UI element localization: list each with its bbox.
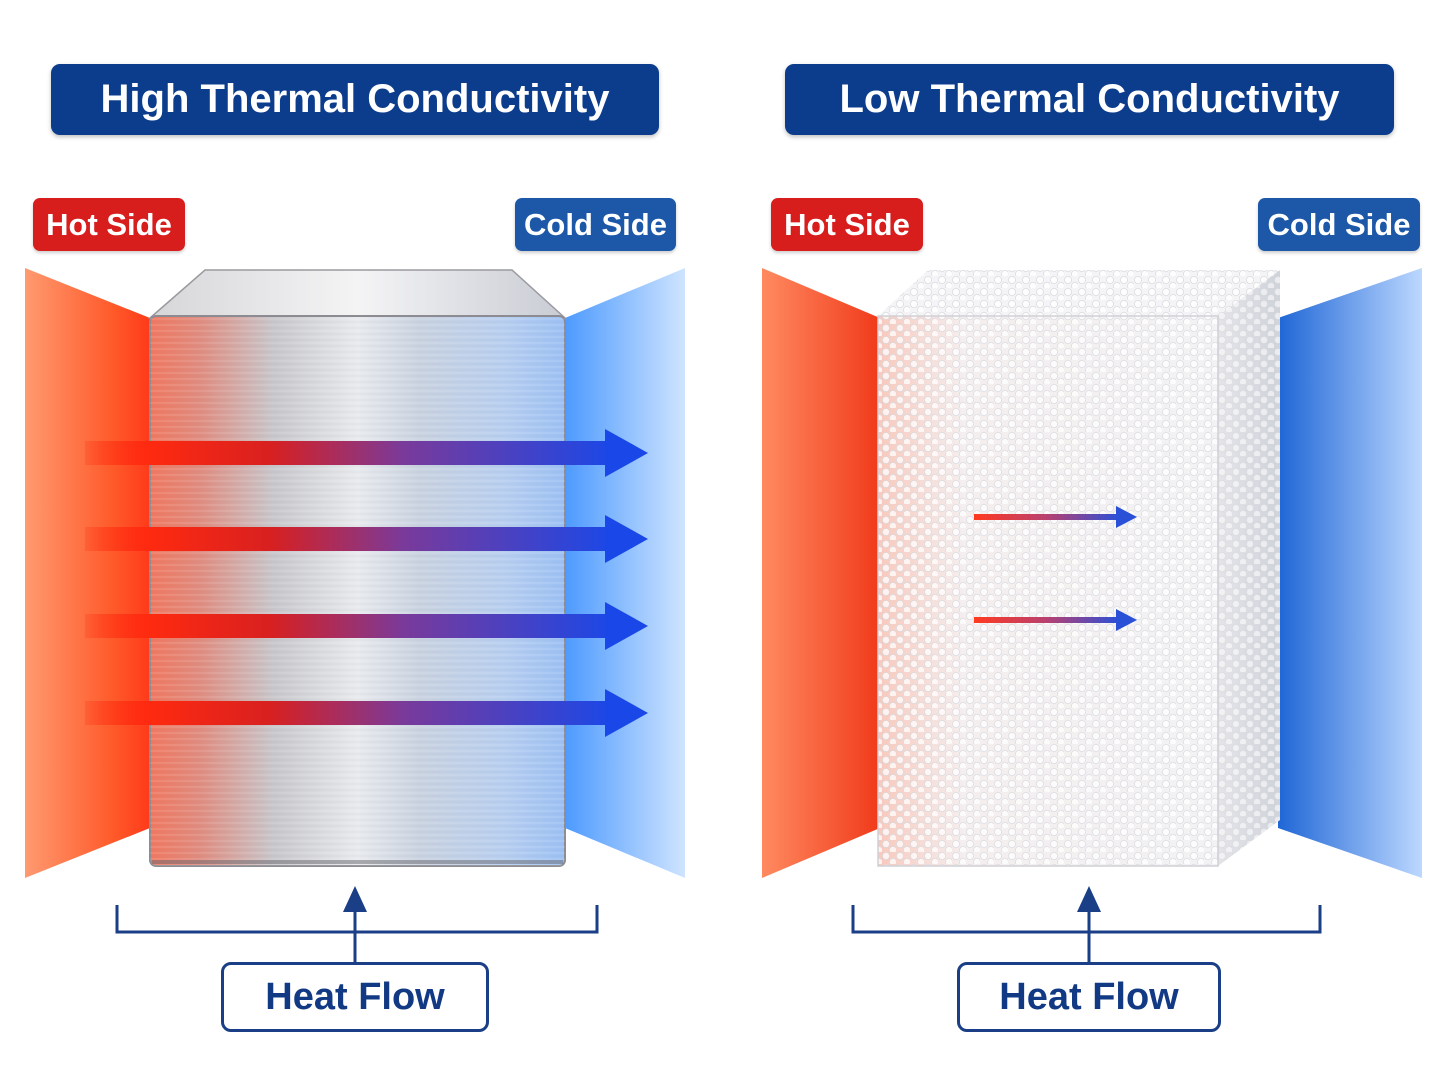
heat-arrow-2 bbox=[85, 515, 648, 563]
metal-block bbox=[148, 269, 567, 867]
right-hot-side-label: Hot Side bbox=[771, 198, 923, 251]
left-hot-side-label: Hot Side bbox=[33, 198, 185, 251]
left-bracket bbox=[115, 886, 599, 962]
left-cold-glow bbox=[565, 268, 685, 878]
foam-block bbox=[877, 270, 1280, 867]
right-title-banner: Low Thermal Conductivity bbox=[785, 64, 1394, 135]
right-heat-flow-label: Heat Flow bbox=[957, 962, 1221, 1032]
left-title-banner: High Thermal Conductivity bbox=[51, 64, 659, 135]
heat-arrow-4 bbox=[85, 689, 648, 737]
right-cold-side-label: Cold Side bbox=[1258, 198, 1420, 251]
left-heat-arrows bbox=[85, 429, 648, 737]
right-cold-glow bbox=[1278, 268, 1422, 878]
heat-arrow-1 bbox=[85, 429, 648, 477]
left-cold-side-label: Cold Side bbox=[515, 198, 676, 251]
heat-arrow-3 bbox=[85, 602, 648, 650]
left-hot-glow bbox=[25, 268, 150, 878]
right-hot-glow bbox=[762, 268, 880, 878]
heat-arrow-small-2 bbox=[974, 609, 1137, 631]
right-heat-arrows bbox=[974, 506, 1137, 631]
right-bracket bbox=[851, 886, 1322, 962]
heat-arrow-small-1 bbox=[974, 506, 1137, 528]
left-heat-flow-label: Heat Flow bbox=[221, 962, 489, 1032]
